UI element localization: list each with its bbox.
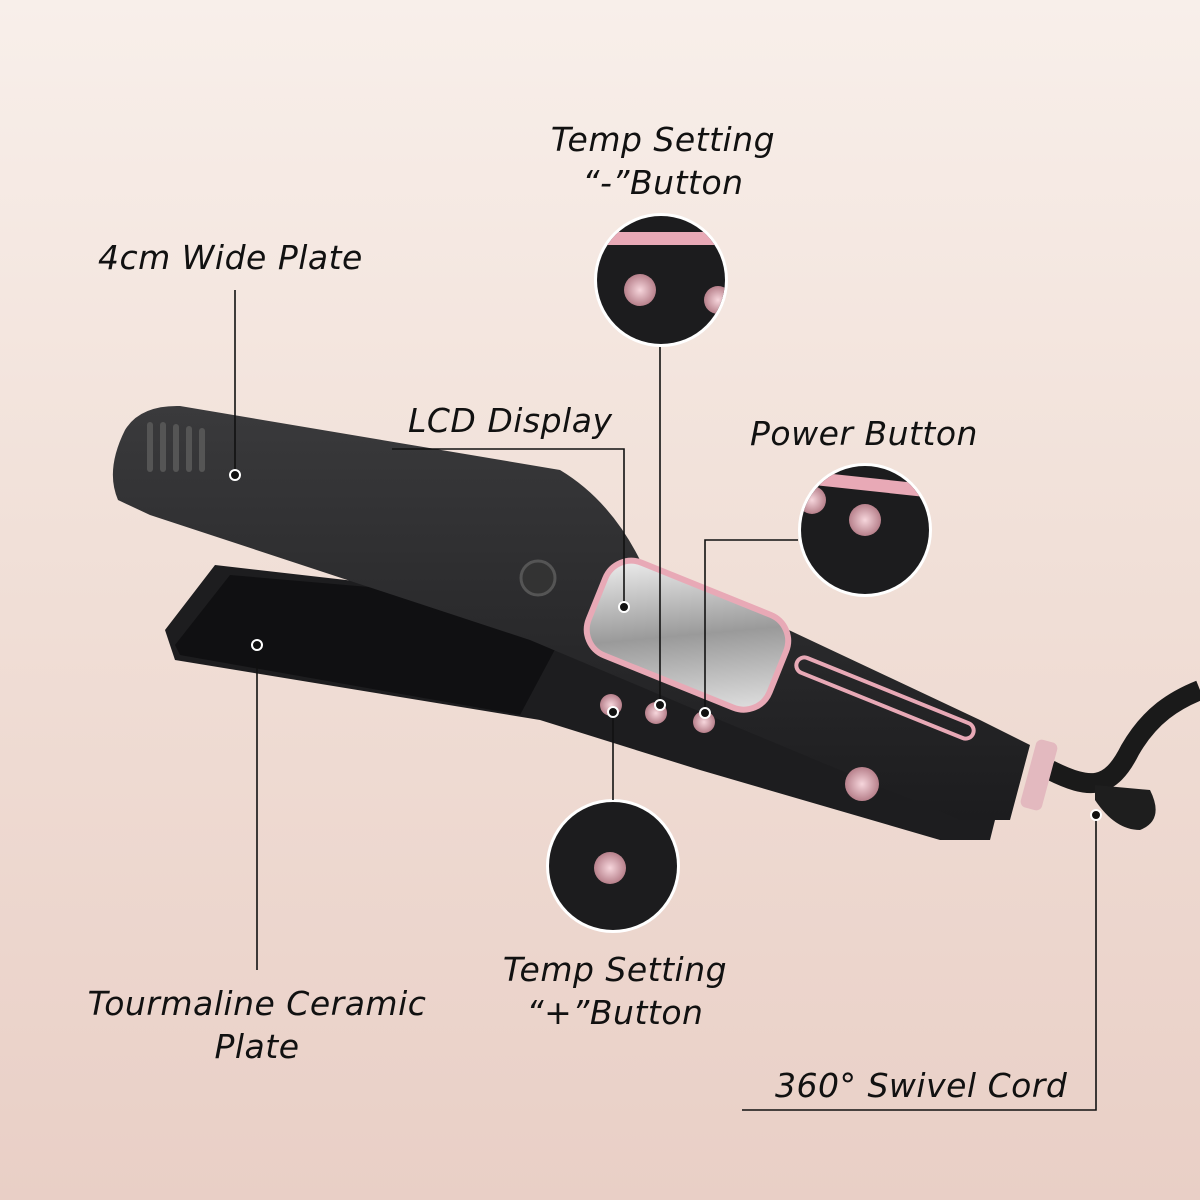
temp-minus-label: Temp Setting “-”Button: [551, 118, 775, 204]
ceramic-label-line1: Tourmaline Ceramic: [87, 984, 427, 1023]
swivel-cord: [1045, 680, 1200, 793]
temp-plus-label: Temp Setting “+”Button: [503, 948, 727, 1034]
hang-loop: [1095, 785, 1156, 830]
lcd-label: LCD Display: [408, 401, 613, 440]
plus-zoom-circle: [546, 799, 680, 933]
temp-minus-label-line1: Temp Setting: [550, 120, 776, 159]
temp-minus-label-line2: “-”Button: [582, 163, 744, 202]
upper-arm: [112, 405, 1030, 820]
logo-badge: [519, 559, 557, 597]
temp-plus-label-line2: “+”Button: [526, 993, 704, 1032]
leader-dots: [229, 469, 1102, 821]
temp-plus-label-line1: Temp Setting: [502, 950, 728, 989]
lcd-display: [583, 557, 792, 713]
ceramic-label-line2: Plate: [214, 1027, 300, 1066]
minus-zoom-circle: [594, 213, 728, 347]
lock-button: [845, 767, 879, 801]
swivel-label: 360° Swivel Cord: [775, 1066, 1068, 1105]
power-label: Power Button: [750, 414, 978, 453]
swivel-ring: [1020, 739, 1058, 811]
ceramic-label: Tourmaline Ceramic Plate: [88, 982, 427, 1068]
comb-teeth: [147, 422, 205, 472]
accent-strip: [794, 655, 976, 741]
power-zoom-circle: [798, 463, 932, 597]
wide-plate-label: 4cm Wide Plate: [98, 238, 363, 277]
leader-lines: [234, 290, 1097, 1111]
